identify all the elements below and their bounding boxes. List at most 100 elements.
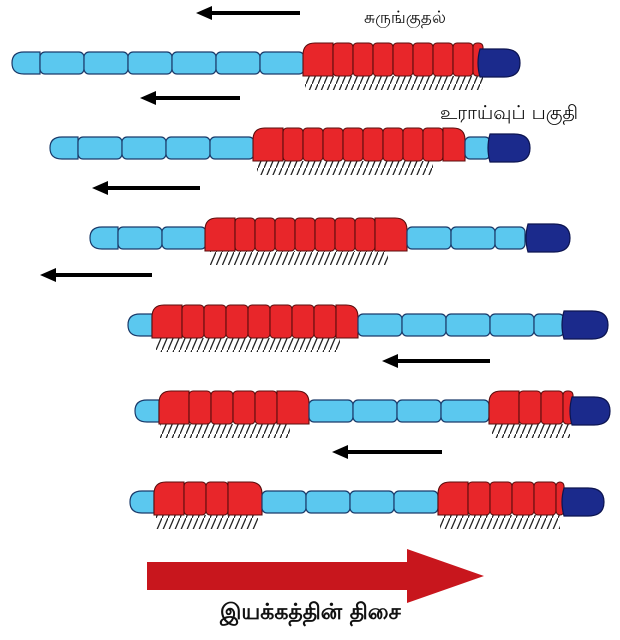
relaxed-segment	[161, 226, 207, 250]
contracted-segment	[354, 217, 376, 252]
contracted-segment	[254, 217, 276, 252]
friction-hatching	[257, 161, 433, 175]
relaxed-segment	[305, 490, 351, 514]
relaxed-segment	[393, 490, 439, 514]
contraction-label: சுருங்குதல்	[364, 8, 446, 28]
friction-hatching	[210, 251, 388, 265]
relaxed-segment	[209, 136, 255, 160]
relaxed-segment	[464, 136, 491, 160]
head-segment	[487, 133, 531, 163]
contracted-segment	[302, 127, 324, 162]
friction-hatching	[492, 424, 570, 438]
contracted-segment	[313, 304, 337, 339]
relaxed-segment	[127, 51, 173, 75]
relaxed-segment	[489, 313, 535, 337]
worm-row-6	[129, 445, 605, 529]
relaxed-segment	[117, 226, 163, 250]
contracted-segment	[227, 481, 263, 516]
contracted-segment	[382, 127, 404, 162]
friction-hatching	[156, 515, 258, 529]
contracted-segment	[247, 304, 271, 339]
relaxed-segment	[396, 399, 442, 423]
contracted-segment	[432, 42, 454, 77]
contracted-segment	[276, 390, 310, 425]
relaxed-segment	[83, 51, 129, 75]
movement-direction-label: இயக்கத்தின் திசை	[220, 600, 401, 625]
contracted-segment	[225, 304, 249, 339]
relaxed-segment	[349, 490, 395, 514]
contracted-segment	[362, 127, 384, 162]
contracted-segment	[210, 390, 234, 425]
relaxed-segment	[171, 51, 217, 75]
contracted-segment	[234, 217, 256, 252]
direction-arrow-left	[382, 354, 490, 368]
movement-direction-arrow	[147, 549, 484, 603]
relaxed-segment	[215, 51, 261, 75]
contracted-segment	[335, 304, 359, 339]
worm-row-4	[40, 268, 609, 352]
relaxed-segment	[533, 313, 565, 337]
friction-hatching	[440, 515, 560, 529]
contracted-segment	[334, 217, 356, 252]
contracted-segment	[282, 127, 304, 162]
tail-segment	[89, 226, 119, 250]
contracted-segment	[342, 127, 364, 162]
friction-hatching	[160, 424, 290, 438]
tail-segment	[11, 51, 41, 75]
tail-segment	[129, 490, 155, 514]
contracted-segment	[254, 390, 278, 425]
contracted-segment	[437, 481, 469, 516]
relaxed-segment	[165, 136, 211, 160]
contracted-segment	[269, 304, 293, 339]
relaxed-segment	[445, 313, 491, 337]
direction-arrow-left	[332, 445, 442, 459]
head-segment	[569, 396, 611, 426]
contracted-segment	[518, 390, 542, 425]
tail-segment	[127, 313, 153, 337]
relaxed-segment	[261, 490, 307, 514]
contracted-segment	[274, 217, 296, 252]
contracted-segment	[412, 42, 434, 77]
relaxed-segment	[121, 136, 167, 160]
contracted-segment	[205, 481, 229, 516]
relaxed-segment	[259, 51, 305, 75]
contracted-segment	[372, 42, 394, 77]
contracted-segment	[402, 127, 424, 162]
tail-segment	[49, 136, 79, 160]
contracted-segment	[291, 304, 315, 339]
worm-row-1	[11, 6, 521, 90]
contracted-segment	[392, 42, 414, 77]
friction-zone-label: உராய்வுப் பகுதி	[440, 102, 579, 124]
friction-hatching	[156, 338, 340, 352]
head-segment	[561, 310, 609, 340]
direction-arrow-left	[40, 268, 152, 282]
friction-hatching	[305, 76, 483, 90]
contracted-segment	[467, 481, 491, 516]
contracted-segment	[302, 42, 334, 77]
contracted-segment	[151, 304, 183, 339]
relaxed-segment	[39, 51, 85, 75]
contracted-segment	[488, 390, 520, 425]
relaxed-segment	[440, 399, 490, 423]
contracted-segment	[204, 217, 236, 252]
relaxed-segment	[401, 313, 447, 337]
relaxed-segment	[357, 313, 403, 337]
contracted-segment	[314, 217, 336, 252]
contracted-segment	[374, 217, 408, 252]
contracted-segment	[188, 390, 212, 425]
head-segment	[525, 223, 571, 253]
contracted-segment	[153, 481, 185, 516]
contracted-segment	[422, 127, 444, 162]
contracted-segment	[203, 304, 227, 339]
relaxed-segment	[406, 226, 452, 250]
contracted-segment	[442, 127, 466, 162]
contracted-segment	[322, 127, 344, 162]
contracted-segment	[181, 304, 205, 339]
relaxed-segment	[77, 136, 123, 160]
tail-segment	[134, 399, 160, 423]
relaxed-segment	[450, 226, 496, 250]
worm-row-3	[89, 181, 571, 265]
contracted-segment	[352, 42, 374, 77]
contracted-segment	[540, 390, 564, 425]
